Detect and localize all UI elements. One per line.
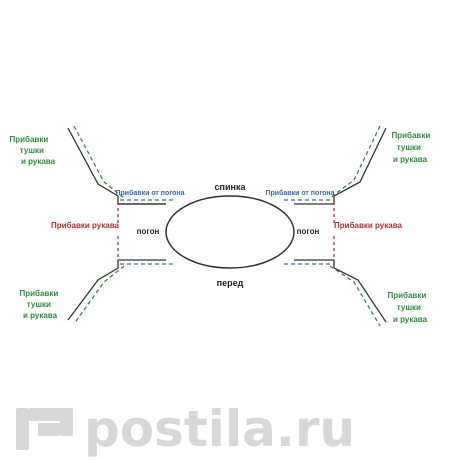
body-sleeve-br-label: Прибавки тушки и рукава	[387, 291, 428, 324]
left-raglan-lines	[67, 125, 176, 325]
body-sleeve-tl-label: Прибавки тушки и рукава	[9, 135, 55, 166]
body-sleeve-tl-line1: Прибавки	[9, 135, 48, 144]
front-label: перед	[217, 278, 244, 288]
body-sleeve-bl-line2: тушки	[27, 300, 51, 309]
adds-sleeve-left-label: Прибавки рукава	[51, 221, 120, 230]
strap-left-label: погон	[137, 227, 160, 236]
adds-strap-right-label: Прибавки от погона	[265, 189, 334, 197]
body-sleeve-bl-label: Прибавки тушки и рукава	[19, 289, 60, 320]
body-sleeve-bl-line1: Прибавки	[19, 289, 58, 298]
body-sleeve-tl-line3: и рукава	[21, 157, 56, 166]
right-raglan-lines	[284, 125, 387, 327]
body-sleeve-tr-label: Прибавки тушки и рукава	[391, 131, 432, 164]
strap-right-label: погон	[297, 227, 320, 236]
back-label: спинка	[215, 182, 247, 192]
neck-opening	[165, 195, 295, 269]
postila-logo-icon	[16, 408, 73, 450]
body-sleeve-tr-line3: и рукава	[393, 155, 428, 164]
top-left-green-dash	[73, 125, 125, 199]
body-sleeve-br-line2: тушки	[397, 303, 421, 312]
body-sleeve-tl-line2: тушки	[20, 146, 44, 155]
watermark: postila.ru	[16, 400, 355, 458]
adds-strap-left-label: Прибавки от погона	[115, 189, 184, 197]
bottom-left-solid-line	[67, 259, 166, 321]
watermark-text: postila.ru	[84, 400, 355, 458]
top-right-green-dash	[329, 125, 381, 199]
body-sleeve-bl-line3: и рукава	[23, 311, 58, 320]
bottom-left-green-dash	[73, 265, 125, 325]
body-sleeve-tr-line1: Прибавки	[391, 131, 430, 140]
bottom-right-green-dash	[329, 265, 381, 327]
body-sleeve-br-line3: и рукава	[393, 315, 428, 324]
body-sleeve-tr-line2: тушки	[397, 143, 421, 152]
adds-sleeve-right-label: Прибавки рукава	[334, 221, 403, 230]
body-sleeve-br-line1: Прибавки	[387, 291, 426, 300]
